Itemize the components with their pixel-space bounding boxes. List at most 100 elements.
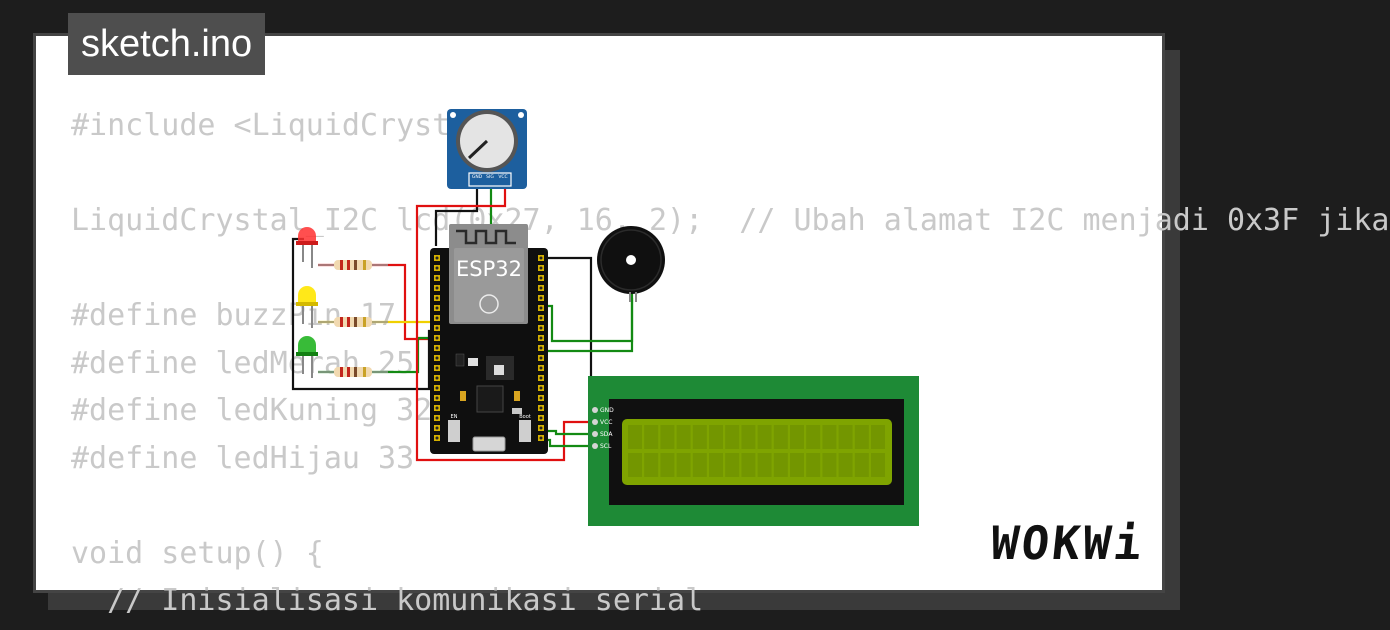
lcd-cell: [854, 425, 869, 449]
lcd-cell: [806, 425, 821, 449]
potentiometer[interactable]: GND SIG VCC: [447, 109, 527, 189]
resistor-1[interactable]: [318, 260, 388, 270]
wire-lcd-scl: [542, 438, 596, 448]
lcd-cell: [709, 453, 723, 477]
header-pin-hole: [435, 266, 439, 270]
code-line: // Inisialisasi komunikasi serial: [71, 583, 704, 618]
header-pin-hole: [539, 306, 543, 310]
header-pin-hole: [435, 376, 439, 380]
pot-pin-gnd-label: GND: [472, 174, 483, 180]
code-line: #define ledKuning 32: [71, 393, 433, 428]
lcd-cell: [725, 425, 740, 449]
header-pin-hole: [435, 306, 439, 310]
lcd-cell: [871, 453, 885, 477]
header-pin-hole: [435, 316, 439, 320]
header-pin-hole: [435, 326, 439, 330]
left-pin-header: [434, 255, 440, 441]
header-pin-hole: [435, 256, 439, 260]
header-pin-hole: [539, 256, 543, 260]
lcd-pin-gnd-label: GND: [600, 407, 614, 414]
header-pin-hole: [435, 346, 439, 350]
header-pin-hole: [435, 336, 439, 340]
lcd-cell: [644, 425, 659, 449]
header-pin-hole: [539, 346, 543, 350]
header-pin-hole: [539, 406, 543, 410]
header-pin-hole: [435, 276, 439, 280]
header-pin-hole: [435, 386, 439, 390]
led-green[interactable]: [296, 336, 318, 378]
resistor-2[interactable]: [318, 317, 388, 327]
lcd-cell: [773, 453, 788, 477]
lcd-cell: [822, 425, 837, 449]
header-pin-hole: [539, 316, 543, 320]
wire-buzzer-signal: [542, 288, 634, 353]
header-pin-hole: [539, 326, 543, 330]
wire-green-led: [318, 336, 436, 374]
header-pin-hole: [435, 436, 439, 440]
header-pin-hole: [539, 286, 543, 290]
lcd-cell: [676, 453, 691, 477]
header-pin-hole: [539, 356, 543, 360]
header-pin-hole: [539, 296, 543, 300]
wire-pot-vcc: [415, 183, 507, 438]
lcd-cell: [660, 425, 675, 449]
lcd-cell: [644, 453, 659, 477]
header-pin-hole: [435, 286, 439, 290]
wire-buzzer-gnd: [542, 298, 634, 343]
led-red[interactable]: [296, 227, 318, 268]
header-pin-hole: [539, 386, 543, 390]
code-line: #define buzzPin 17: [71, 298, 397, 333]
wire-lcd-vcc: [415, 420, 596, 462]
lcd-cell: [790, 453, 804, 477]
resistor-3[interactable]: [318, 367, 388, 377]
lcd-cell: [854, 453, 869, 477]
header-pin-hole: [539, 396, 543, 400]
header-pin-hole: [435, 426, 439, 430]
esp32-board[interactable]: ESP32 EN Boot: [430, 224, 548, 454]
en-button-label: EN: [451, 414, 458, 420]
lcd-cell: [676, 425, 691, 449]
lcd-cell: [741, 453, 756, 477]
header-pin-hole: [539, 276, 543, 280]
lcd-cell: [692, 453, 707, 477]
lcd-pin-vcc-label: VCC: [600, 419, 612, 426]
header-pin-hole: [435, 396, 439, 400]
wire-red-led: [318, 263, 436, 341]
lcd-cell: [628, 453, 642, 477]
preview-card: #include <LiquidCrystal_I LiquidCrystal_…: [33, 33, 1390, 618]
header-pin-hole: [435, 356, 439, 360]
lcd-cell: [806, 453, 821, 477]
board-label: ESP32: [456, 257, 522, 281]
lcd-cell: [871, 425, 885, 449]
lcd-pin-sda-label: SDA: [600, 431, 613, 438]
wire-lcd-sda: [542, 429, 596, 436]
header-pin-hole: [539, 416, 543, 420]
lcd-cell: [838, 425, 853, 449]
header-pin-hole: [435, 296, 439, 300]
right-pin-header: [538, 255, 544, 441]
file-tab[interactable]: sketch.ino: [68, 13, 266, 75]
buzzer[interactable]: [597, 226, 665, 302]
lcd-pin-scl-label: SCL: [600, 443, 612, 450]
wokwi-logo: WOKWi: [987, 516, 1147, 570]
lcd-cell: [628, 425, 642, 449]
lcd-cell: [725, 453, 740, 477]
lcd-display[interactable]: GND VCC SDA SCL: [588, 376, 919, 526]
pot-pin-vcc-label: VCC: [498, 174, 507, 180]
lcd-cell: [838, 453, 853, 477]
header-pin-hole: [539, 366, 543, 370]
header-pin-hole: [435, 406, 439, 410]
wire-lcd-gnd: [541, 256, 596, 412]
lcd-cell: [757, 453, 772, 477]
lcd-cell: [692, 425, 707, 449]
header-pin-hole: [539, 426, 543, 430]
code-line: #define ledHijau 33: [71, 440, 415, 476]
lcd-cell: [773, 425, 788, 449]
pot-pin-sig-label: SIG: [486, 174, 494, 180]
led-yellow[interactable]: [296, 286, 318, 328]
circuit-diagram: GND SIG VCC: [291, 109, 919, 526]
lcd-cell: [709, 425, 723, 449]
header-pin-hole: [539, 436, 543, 440]
lcd-cell: [757, 425, 772, 449]
header-pin-hole: [435, 416, 439, 420]
